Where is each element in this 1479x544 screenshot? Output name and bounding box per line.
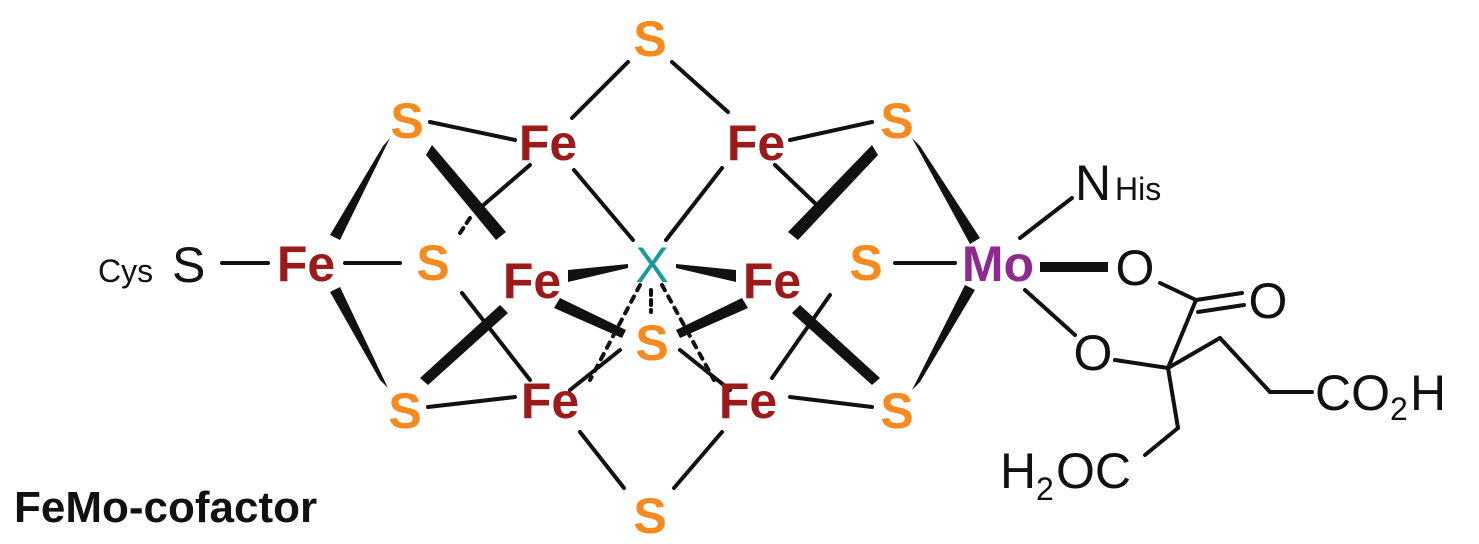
bond-fetl-x — [572, 168, 635, 242]
atom-fe-top-right: Fe — [727, 115, 785, 171]
label-h2oc-h: H — [1000, 443, 1036, 499]
wedge-mo-oupper — [1040, 262, 1108, 272]
bond-sbot-febl — [578, 430, 626, 490]
bond-olower-c2 — [1113, 358, 1170, 370]
bond-sur-fetr — [788, 120, 874, 142]
bond-fetr-x — [664, 166, 724, 242]
atom-fe-bottom-left: Fe — [521, 373, 579, 429]
atom-s-bottom: S — [633, 488, 666, 539]
label-co2h-sub: 2 — [1390, 391, 1408, 427]
bond-lines — [220, 60, 1314, 490]
atom-s-mid-right: S — [849, 235, 882, 291]
atom-labels: S S S S S S S S S Fe Fe Fe Fe Fe Fe Fe X… — [277, 11, 1034, 544]
atom-fe-mid-left: Fe — [503, 253, 561, 309]
bond-oupper-c1 — [1158, 281, 1198, 302]
wedge-feml-x — [568, 264, 628, 282]
bond-sc-febr — [678, 348, 732, 392]
atom-fe-top-left: Fe — [519, 115, 577, 171]
label-h2oc-oc: OC — [1056, 443, 1131, 499]
atom-fe-terminal: Fe — [277, 236, 335, 292]
bond-c1-ocarbonyl-a — [1194, 291, 1244, 302]
bond-smr-febr — [770, 293, 832, 380]
ligand-labels: Cys S N His O O O CO 2 H H 2 OC — [98, 155, 1446, 507]
wedge-sll-feml — [420, 305, 508, 385]
wedge-sur-femr — [788, 145, 878, 240]
bond-slr-febr — [788, 395, 874, 409]
bond-mo-nhis — [1018, 196, 1074, 240]
bond-fetr-smr — [773, 163, 822, 210]
bond-sll-febl — [426, 395, 517, 409]
bond-stop-fetr — [670, 60, 730, 114]
label-cys-s: S — [172, 237, 205, 293]
label-o-upper: O — [1116, 240, 1155, 296]
atom-mo: Mo — [962, 236, 1034, 292]
atom-s-lower-right: S — [880, 383, 913, 439]
wedge-sur-mo — [912, 138, 980, 244]
bond-sbot-febr — [672, 430, 724, 490]
wedge-bonds — [330, 138, 1108, 390]
bond-stop-fetl — [570, 60, 630, 120]
wedge-sul-fet — [330, 138, 390, 240]
bond-sml-febl — [460, 291, 532, 382]
atom-s-upper-right: S — [880, 93, 913, 149]
bond-sml-fetl-dash — [458, 216, 472, 235]
bond-c2-c5 — [1166, 366, 1180, 430]
wedge-slr-femr — [792, 305, 880, 385]
wedge-feml-sc — [554, 298, 626, 338]
label-h2oc-sub: 2 — [1036, 471, 1054, 507]
label-co2h-main: CO — [1315, 365, 1390, 421]
label-cys-prefix: Cys — [98, 253, 153, 289]
bond-c3-c4 — [1218, 336, 1272, 394]
atom-fe-mid-right: Fe — [743, 253, 801, 309]
atom-s-center-low: S — [635, 315, 668, 371]
atom-x-center: X — [635, 237, 668, 293]
bond-mo-olower — [1023, 288, 1077, 337]
label-co2h-h: H — [1410, 365, 1446, 421]
label-nhis-n: N — [1075, 155, 1111, 211]
wedge-sll-fet — [330, 287, 388, 388]
diagram-caption: FeMo-cofactor — [14, 483, 317, 532]
bond-sul-fetl — [428, 120, 517, 142]
bond-c1-c2 — [1166, 298, 1198, 370]
wedge-femr-sc — [676, 298, 748, 338]
bond-fetl-sml — [478, 163, 532, 210]
atom-s-top: S — [633, 11, 666, 67]
wedge-sul-feml — [426, 145, 506, 240]
bond-c5-h2oc — [1143, 426, 1180, 457]
atom-s-upper-left: S — [390, 93, 423, 149]
label-o-lower: O — [1074, 325, 1113, 381]
bond-c1-ocarbonyl-b — [1196, 303, 1246, 314]
wedge-slr-mo — [912, 285, 975, 390]
wedge-femr-x — [676, 264, 736, 282]
label-o-carbonyl: O — [1249, 273, 1288, 329]
bond-c2-c3 — [1166, 336, 1222, 370]
label-nhis-sub: His — [1115, 171, 1161, 207]
atom-s-lower-left: S — [388, 383, 421, 439]
atom-s-mid-left: S — [416, 235, 449, 291]
atom-fe-bottom-right: Fe — [719, 373, 777, 429]
